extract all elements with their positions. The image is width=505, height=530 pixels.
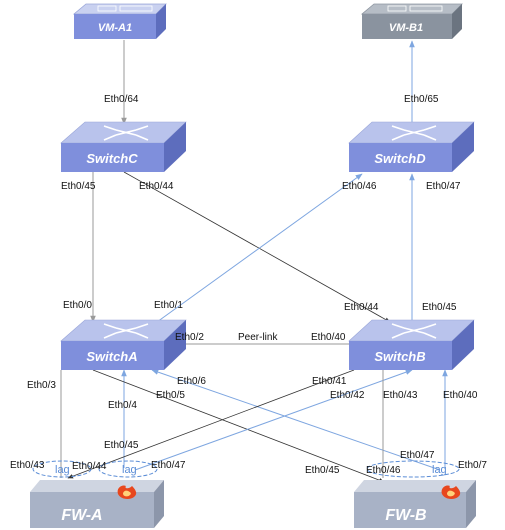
link-fwb-switcha-eth06	[151, 369, 441, 471]
port-label: Eth0/42	[330, 390, 365, 401]
port-label: Eth0/44	[344, 302, 379, 313]
switch-icon	[391, 323, 437, 339]
fw-a-device[interactable]: FW-A	[30, 480, 164, 528]
port-label: Eth0/45	[305, 465, 340, 476]
link-switcha-fwb-eth05	[92, 369, 385, 483]
port-label: Eth0/41	[312, 376, 347, 387]
switch-icon	[391, 125, 437, 141]
link-switchb-fwa-eth041	[67, 369, 355, 479]
port-label: Eth0/46	[342, 181, 377, 192]
switch-d-device[interactable]: SwitchD	[348, 121, 475, 172]
port-label: Eth0/6	[177, 376, 206, 387]
server-icon	[360, 3, 463, 15]
lag-groups: lag lag lag	[32, 460, 460, 478]
port-label: Eth0/47	[151, 460, 186, 471]
vm-a1-label: VM-A1	[98, 22, 132, 34]
link-switcha-switchd	[156, 173, 363, 323]
port-label: Eth0/47	[426, 181, 461, 192]
port-label: Eth0/2	[175, 332, 204, 343]
port-label: Eth0/0	[63, 300, 92, 311]
port-label: Eth0/44	[72, 461, 107, 472]
port-label: Eth0/3	[27, 380, 56, 391]
peer-link-label: Peer-link	[238, 332, 278, 343]
fire-icon	[441, 485, 461, 499]
fw-b-device[interactable]: FW-B	[354, 480, 476, 528]
port-label: Eth0/43	[383, 390, 418, 401]
port-label: Eth0/64	[104, 94, 139, 105]
vm-a1-device[interactable]: VM-A1	[72, 3, 167, 39]
port-labels: Eth0/64 Eth0/65 Eth0/45 Eth0/44 Eth0/46 …	[10, 94, 487, 476]
port-label: Eth0/45	[61, 181, 96, 192]
port-label: Eth0/7	[458, 460, 487, 471]
fw-b-label: FW-B	[385, 507, 426, 524]
port-label: Eth0/47	[400, 450, 435, 461]
switch-c-label: SwitchC	[86, 151, 138, 166]
port-label: Eth0/43	[10, 460, 45, 471]
switch-a-device[interactable]: SwitchA	[60, 319, 187, 370]
port-label: Eth0/5	[156, 390, 185, 401]
link-fwa-switchb-eth042	[134, 369, 413, 471]
port-label: Eth0/40	[311, 332, 346, 343]
switch-d-label: SwitchD	[374, 151, 426, 166]
fw-a-label: FW-A	[61, 507, 102, 524]
port-label: Eth0/44	[139, 181, 174, 192]
port-label: Eth0/45	[104, 440, 139, 451]
port-label: Eth0/1	[154, 300, 183, 311]
fire-icon	[117, 485, 137, 499]
switch-c-device[interactable]: SwitchC	[60, 121, 187, 172]
lag-label-fwa-2: lag	[122, 464, 137, 476]
vm-b1-device[interactable]: VM-B1	[360, 3, 463, 39]
port-label: Eth0/45	[422, 302, 457, 313]
lag-oval-fwb	[366, 460, 460, 478]
switch-icon	[103, 125, 149, 141]
links	[60, 40, 448, 483]
switch-b-label: SwitchB	[374, 349, 425, 364]
switch-b-device[interactable]: SwitchB	[348, 319, 475, 370]
port-label: Eth0/40	[443, 390, 478, 401]
lag-oval-fwa-right	[98, 460, 158, 478]
port-label: Eth0/4	[108, 400, 137, 411]
vm-b1-label: VM-B1	[389, 22, 423, 34]
link-switchc-switchb	[123, 171, 391, 323]
lag-label-fwb: lag	[432, 464, 447, 476]
switch-icon	[103, 323, 149, 339]
port-label: Eth0/65	[404, 94, 439, 105]
port-label: Eth0/46	[366, 465, 401, 476]
switch-a-label: SwitchA	[86, 349, 137, 364]
lag-label-fwa-1: lag	[55, 464, 70, 476]
lag-oval-fwa-left	[32, 460, 92, 478]
